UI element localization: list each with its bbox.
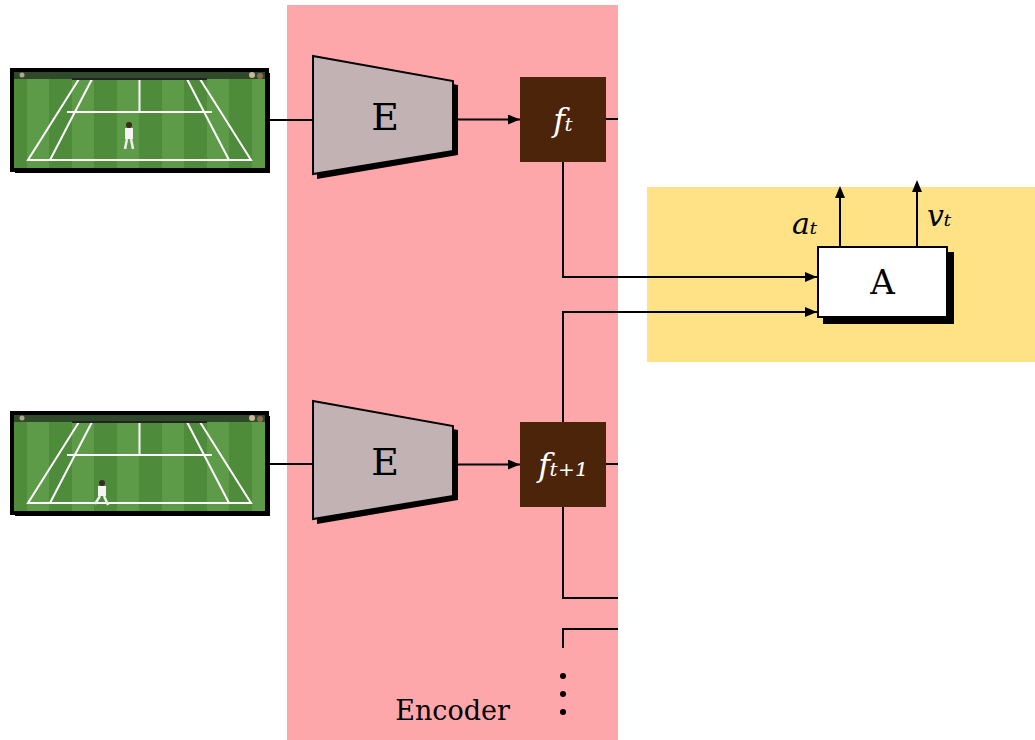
encoder-block: E — [312, 55, 458, 179]
node-label: fₜ₊₁ — [538, 446, 587, 484]
recurrent-wire — [563, 507, 618, 598]
output-arrow — [916, 190, 918, 246]
recurrent-wire — [563, 629, 618, 648]
encoder-band: EncoderEfₜEfₜ₊₁ — [287, 5, 618, 740]
connector-arrow — [458, 464, 520, 466]
encoder-block: E — [312, 400, 458, 524]
feature-box: fₜ₊₁ — [520, 422, 606, 507]
video-frame — [12, 70, 270, 173]
input-wire — [269, 463, 314, 465]
arrow-head — [835, 186, 845, 198]
feature-box: fₜ — [520, 77, 606, 162]
arrow-head — [912, 180, 922, 192]
node-label: A — [870, 262, 895, 302]
node-label: E — [371, 95, 399, 139]
input-wire — [269, 119, 314, 121]
connector-arrow — [458, 119, 520, 121]
output-label: aₜ — [792, 206, 817, 241]
aggregator-box: A — [817, 246, 948, 318]
recurrent-wire — [606, 118, 618, 120]
recurrent-wire — [606, 463, 618, 465]
node-label: E — [371, 440, 399, 484]
connector-arrow — [563, 312, 817, 422]
aggregator-band-fill — [647, 187, 1035, 362]
continuation-dots — [560, 673, 566, 715]
output-label: vₜ — [927, 198, 951, 233]
encoder-band-fill — [287, 5, 618, 740]
region-title: Encoder — [395, 695, 510, 726]
connector-arrow — [563, 162, 817, 277]
node-label: fₜ — [553, 101, 573, 139]
output-arrow — [839, 196, 841, 246]
video-frame — [12, 413, 270, 516]
